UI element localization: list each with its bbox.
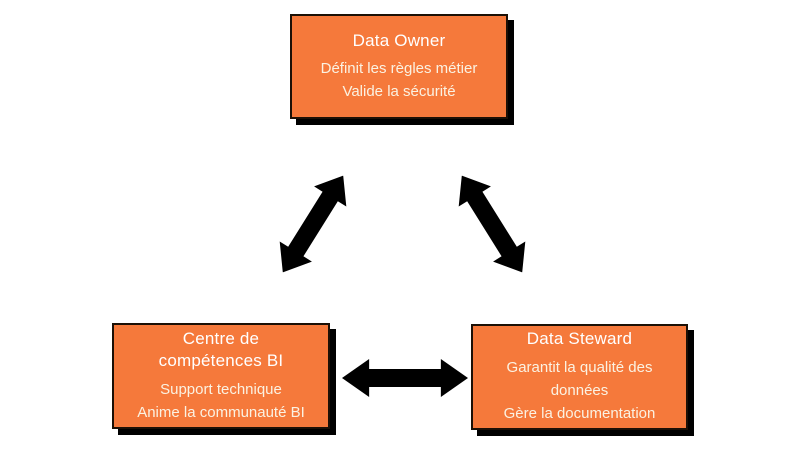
node-centre-bi-title: Centre de compétences BI: [158, 328, 284, 371]
double-arrow-owner-centre-icon: [279, 175, 347, 273]
double-arrow-centre-steward-icon: [342, 359, 468, 397]
node-centre-bi-line-2: Anime la communauté BI: [137, 403, 305, 421]
node-data-steward-line-2: Gère la documentation: [503, 405, 656, 423]
node-centre-de-competences-bi: Centre de compétences BI Support techniq…: [112, 323, 330, 429]
node-data-owner: Data Owner Définit les règles métier Val…: [290, 14, 508, 119]
node-data-steward: Data Steward Garantit la qualité des don…: [471, 324, 688, 430]
node-data-steward-line-1: Garantit la qualité des données: [506, 358, 653, 400]
node-centre-bi-line-1: Support technique: [160, 380, 282, 398]
node-data-owner-line-2: Valide la sécurité: [342, 83, 456, 101]
node-data-owner-title: Data Owner: [352, 30, 446, 50]
node-data-steward-title: Data Steward: [526, 329, 633, 349]
node-data-owner-line-1: Définit les règles métier: [320, 59, 478, 77]
double-arrow-owner-steward-icon: [458, 175, 526, 273]
